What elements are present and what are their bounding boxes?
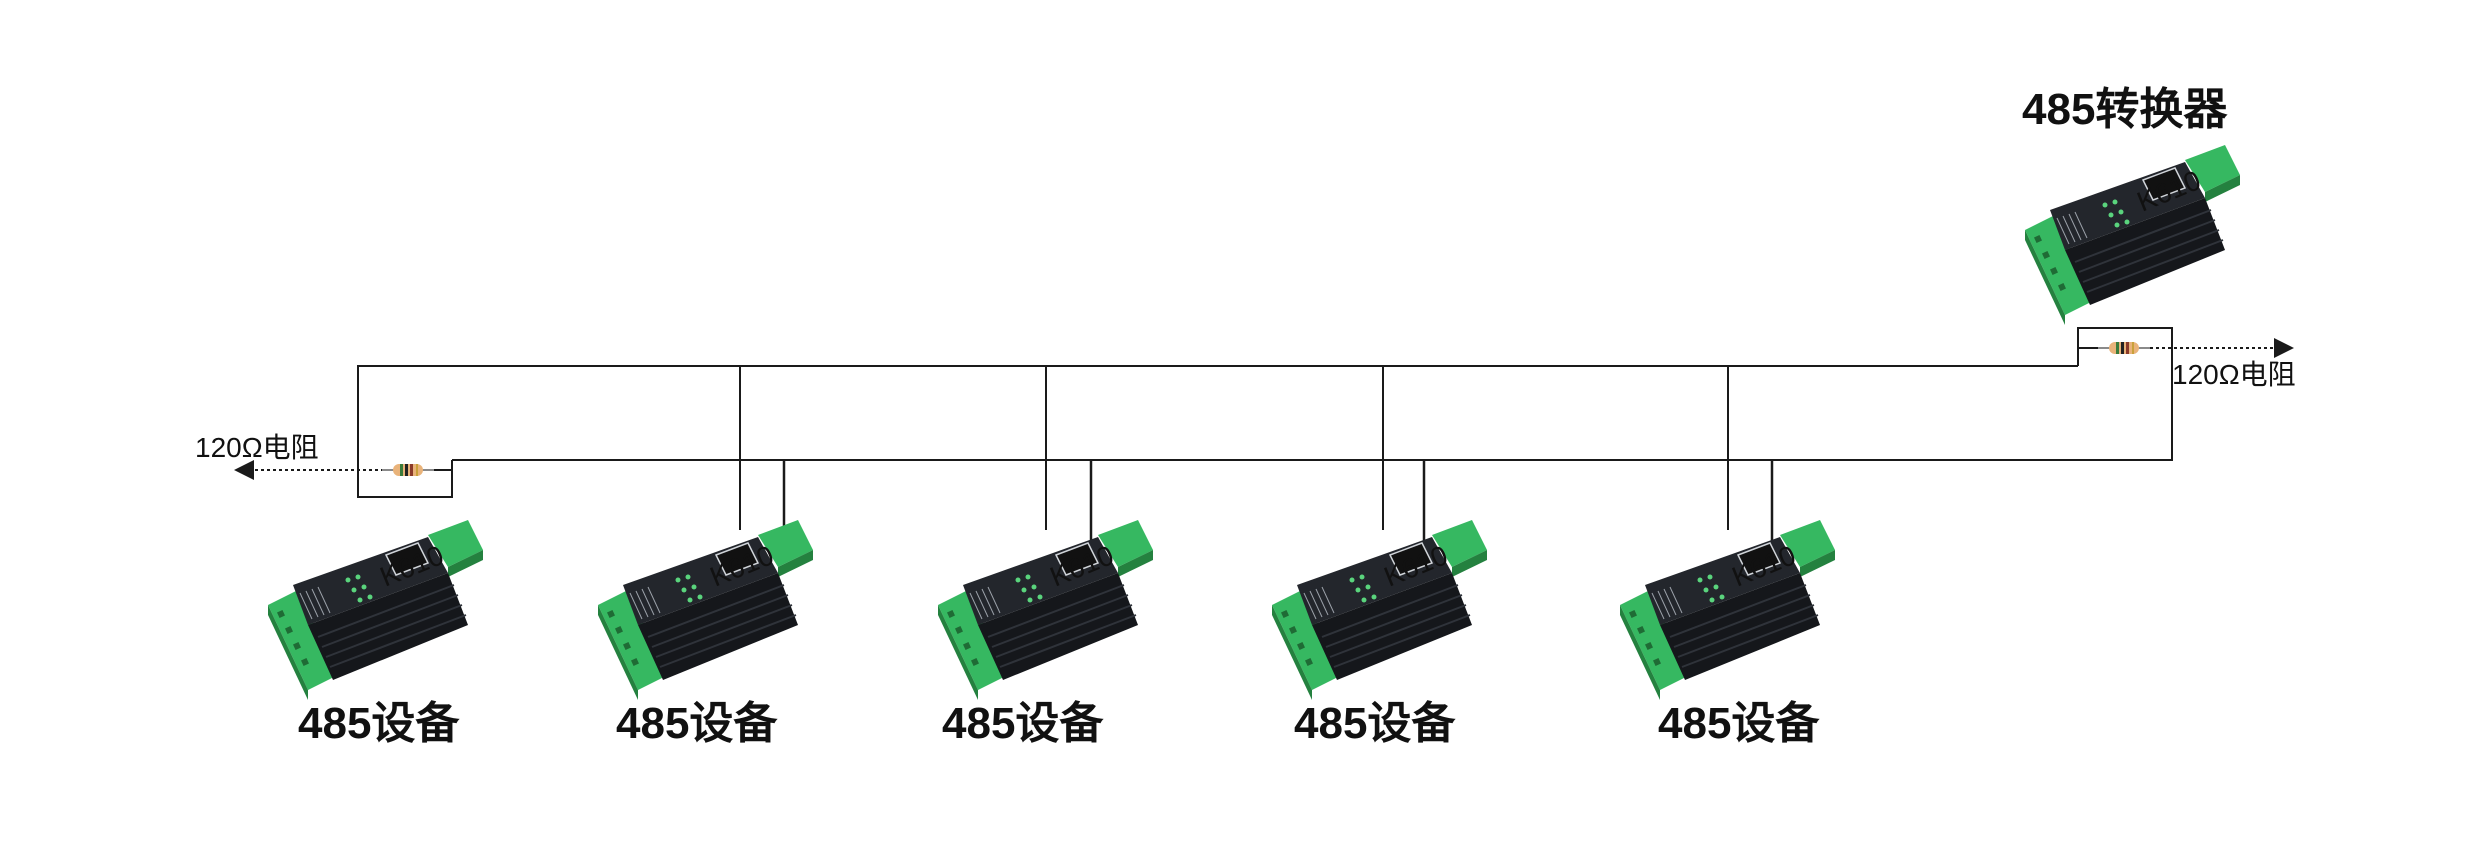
left-resistor: 120Ω电阻 xyxy=(195,432,452,480)
device-5: K610 485设备 xyxy=(1619,519,1836,748)
device-module-icon xyxy=(1271,519,1488,701)
drop-wires xyxy=(739,366,1774,550)
converter-module-icon xyxy=(2024,144,2241,326)
device-3: K610 485设备 xyxy=(937,519,1154,748)
right-resistor: 120Ω电阻 xyxy=(2078,338,2296,390)
bus-wires xyxy=(357,327,2173,498)
device-label: 485设备 xyxy=(616,699,778,748)
device-1: K610 485设备 xyxy=(267,519,484,748)
left-resistor-icon xyxy=(381,463,435,477)
bus-line-a xyxy=(357,365,2078,498)
left-resistor-label: 120Ω电阻 xyxy=(195,432,319,463)
device-2: K610 485设备 xyxy=(597,519,814,748)
converter-label: 485转换器 xyxy=(2022,85,2228,134)
device-label: 485设备 xyxy=(1658,699,1820,748)
device-label: 485设备 xyxy=(1294,699,1456,748)
device-module-icon xyxy=(1619,519,1836,701)
device-label: 485设备 xyxy=(942,699,1104,748)
right-termination-loop xyxy=(2077,327,2173,461)
converter: K610 485转换器 xyxy=(2022,85,2241,326)
device-label: 485设备 xyxy=(298,699,460,748)
device-module-icon xyxy=(597,519,814,701)
device-module-icon xyxy=(937,519,1154,701)
device-module-icon xyxy=(267,519,484,701)
right-resistor-icon xyxy=(2097,341,2151,355)
right-resistor-label: 120Ω电阻 xyxy=(2172,359,2296,390)
device-4: K610 485设备 xyxy=(1271,519,1488,748)
